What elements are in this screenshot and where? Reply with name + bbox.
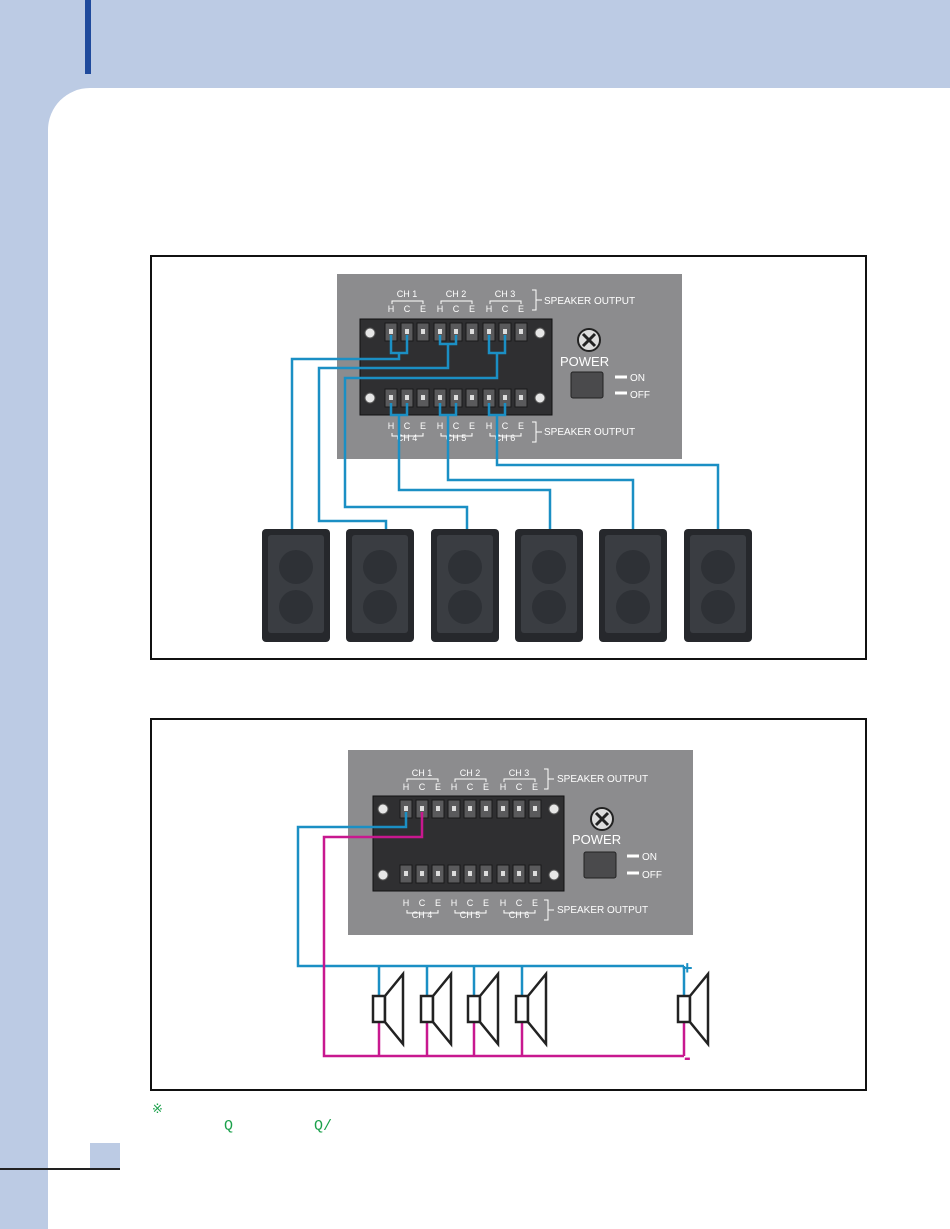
speaker-cabinet-icon: [346, 529, 414, 642]
label-e: E: [469, 304, 475, 314]
label-speaker-output-bottom: SPEAKER OUTPUT: [544, 427, 635, 438]
label-ch3: CH 3: [509, 768, 530, 778]
label-e: E: [435, 898, 441, 908]
label-c: C: [516, 782, 523, 792]
label-e: E: [469, 421, 475, 431]
label-c: C: [453, 421, 460, 431]
polarity-minus: -: [684, 1047, 691, 1069]
label-h: H: [403, 898, 410, 908]
label-on: ON: [630, 373, 645, 384]
label-e: E: [420, 304, 426, 314]
label-off: OFF: [630, 390, 650, 401]
label-h: H: [500, 898, 507, 908]
loudspeaker-symbol-icon: [516, 974, 546, 1044]
label-h: H: [486, 421, 493, 431]
mount-screw-icon: [365, 328, 375, 338]
label-c: C: [516, 898, 523, 908]
label-c: C: [453, 304, 460, 314]
label-power: POWER: [560, 354, 609, 369]
label-c: C: [467, 782, 474, 792]
label-speaker-output-bottom: SPEAKER OUTPUT: [557, 905, 648, 916]
wiring-diagram-six-channels: CH 1 CH 2 CH 3 H C E H C E H C E SPEAKER…: [150, 255, 867, 660]
label-c: C: [502, 421, 509, 431]
diagram-parallel-svg: CH 1 CH 2 CH 3 H C E H C E H C E SPEAKER…: [152, 720, 865, 1089]
label-e: E: [435, 782, 441, 792]
footnote-mark: ※: [152, 1102, 163, 1117]
label-e: E: [532, 898, 538, 908]
label-h: H: [486, 304, 493, 314]
label-e: E: [518, 304, 524, 314]
label-ch1: CH 1: [397, 289, 418, 299]
power-screw-icon: [591, 808, 613, 830]
label-on: ON: [642, 852, 657, 863]
speaker-cabinets: [262, 529, 752, 642]
label-e: E: [483, 782, 489, 792]
label-ch2: CH 2: [446, 289, 467, 299]
label-e: E: [532, 782, 538, 792]
power-screw-icon: [578, 329, 600, 351]
loudspeaker-symbol-icon: [678, 974, 708, 1044]
mount-screw-icon: [549, 870, 559, 880]
mount-screw-icon: [549, 804, 559, 814]
loudspeaker-symbol-icon: [421, 974, 451, 1044]
label-c: C: [502, 304, 509, 314]
speaker-cabinet-icon: [431, 529, 499, 642]
page-number-tab: [90, 1143, 120, 1169]
diagram-six-channels-svg: CH 1 CH 2 CH 3 H C E H C E H C E SPEAKER…: [152, 257, 865, 658]
mount-screw-icon: [535, 328, 545, 338]
label-c: C: [404, 421, 411, 431]
label-h: H: [451, 782, 458, 792]
label-ch4: CH 4: [412, 910, 433, 920]
label-c: C: [467, 898, 474, 908]
speaker-cabinet-icon: [599, 529, 667, 642]
speaker-cabinet-icon: [684, 529, 752, 642]
label-h: H: [388, 421, 395, 431]
power-switch-rocker-icon[interactable]: [584, 852, 616, 878]
label-c: C: [419, 898, 426, 908]
label-h: H: [403, 782, 410, 792]
label-ch1: CH 1: [412, 768, 433, 778]
mount-screw-icon: [365, 393, 375, 403]
label-off: OFF: [642, 870, 662, 881]
mount-screw-icon: [535, 393, 545, 403]
label-h: H: [388, 304, 395, 314]
label-power: POWER: [572, 832, 621, 847]
speaker-cabinet-icon: [262, 529, 330, 642]
label-e: E: [420, 421, 426, 431]
mount-screw-icon: [378, 870, 388, 880]
power-switch-rocker-icon[interactable]: [571, 372, 603, 398]
label-speaker-output-top: SPEAKER OUTPUT: [557, 774, 648, 785]
mount-screw-icon: [378, 804, 388, 814]
label-ch3: CH 3: [495, 289, 516, 299]
label-h: H: [437, 421, 444, 431]
label-e: E: [483, 898, 489, 908]
label-ch2: CH 2: [460, 768, 481, 778]
speaker-cabinet-icon: [515, 529, 583, 642]
label-h: H: [437, 304, 444, 314]
label-ch6: CH 6: [509, 910, 530, 920]
label-speaker-output-top: SPEAKER OUTPUT: [544, 296, 635, 307]
label-h: H: [500, 782, 507, 792]
loudspeaker-symbol-icon: [373, 974, 403, 1044]
side-accent-bar: [85, 0, 91, 74]
label-c: C: [419, 782, 426, 792]
wiring-diagram-parallel: CH 1 CH 2 CH 3 H C E H C E H C E SPEAKER…: [150, 718, 867, 1091]
footnote-line: Q Q/: [152, 1118, 332, 1135]
label-h: H: [451, 898, 458, 908]
loudspeaker-symbol-icon: [468, 974, 498, 1044]
polarity-plus: +: [682, 958, 693, 978]
label-c: C: [404, 304, 411, 314]
label-e: E: [518, 421, 524, 431]
footer-rule: [0, 1168, 120, 1170]
label-ch5: CH 5: [460, 910, 481, 920]
